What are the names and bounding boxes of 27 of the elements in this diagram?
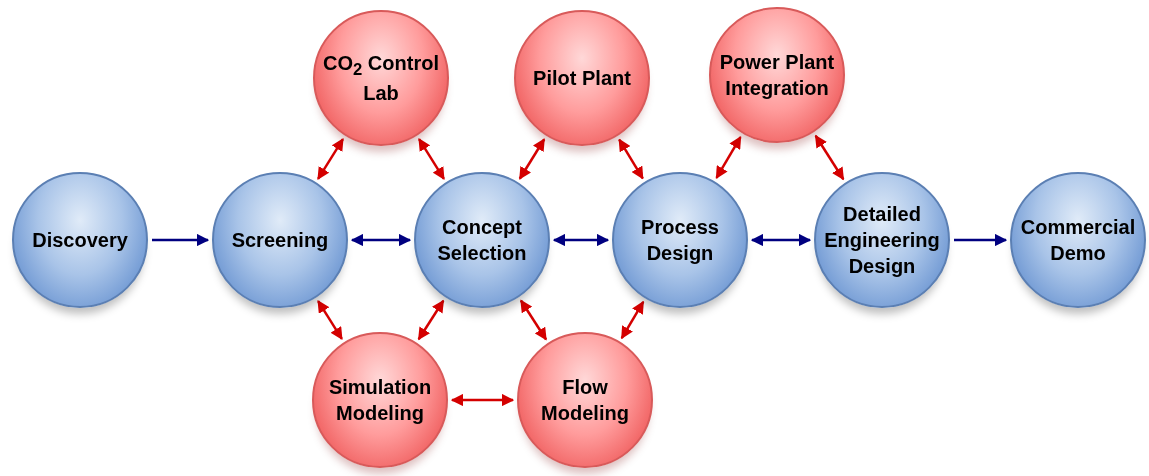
arrow (418, 138, 445, 180)
arrow (350, 233, 412, 247)
arrow (417, 299, 445, 341)
node-label: CO$_{2}$ Control Lab (322, 50, 440, 107)
arrow (814, 134, 845, 181)
arrow (152, 233, 210, 247)
node-label: Process Design (640, 215, 720, 266)
arrow (552, 233, 610, 247)
arrow (519, 299, 548, 341)
arrow (954, 233, 1008, 247)
node-label: Discovery (31, 228, 129, 253)
node-label: Flow Modeling (540, 375, 630, 426)
node-label: Screening (230, 228, 330, 253)
node-label: Simulation Modeling (327, 375, 433, 426)
arrow (618, 138, 644, 180)
arrow (715, 136, 742, 179)
arrow (620, 300, 645, 340)
node-label: Pilot Plant (532, 66, 632, 91)
arrow (450, 393, 515, 407)
arrow (750, 233, 812, 247)
arrow (317, 300, 343, 340)
node-label: Power Plant Integration (718, 50, 836, 101)
arrow (518, 138, 546, 180)
node-label: Commercial Demo (1019, 215, 1137, 266)
node-label: Concept Selection (436, 215, 528, 266)
node-label: Detailed Engineering Design (823, 202, 941, 279)
arrow (317, 138, 344, 180)
